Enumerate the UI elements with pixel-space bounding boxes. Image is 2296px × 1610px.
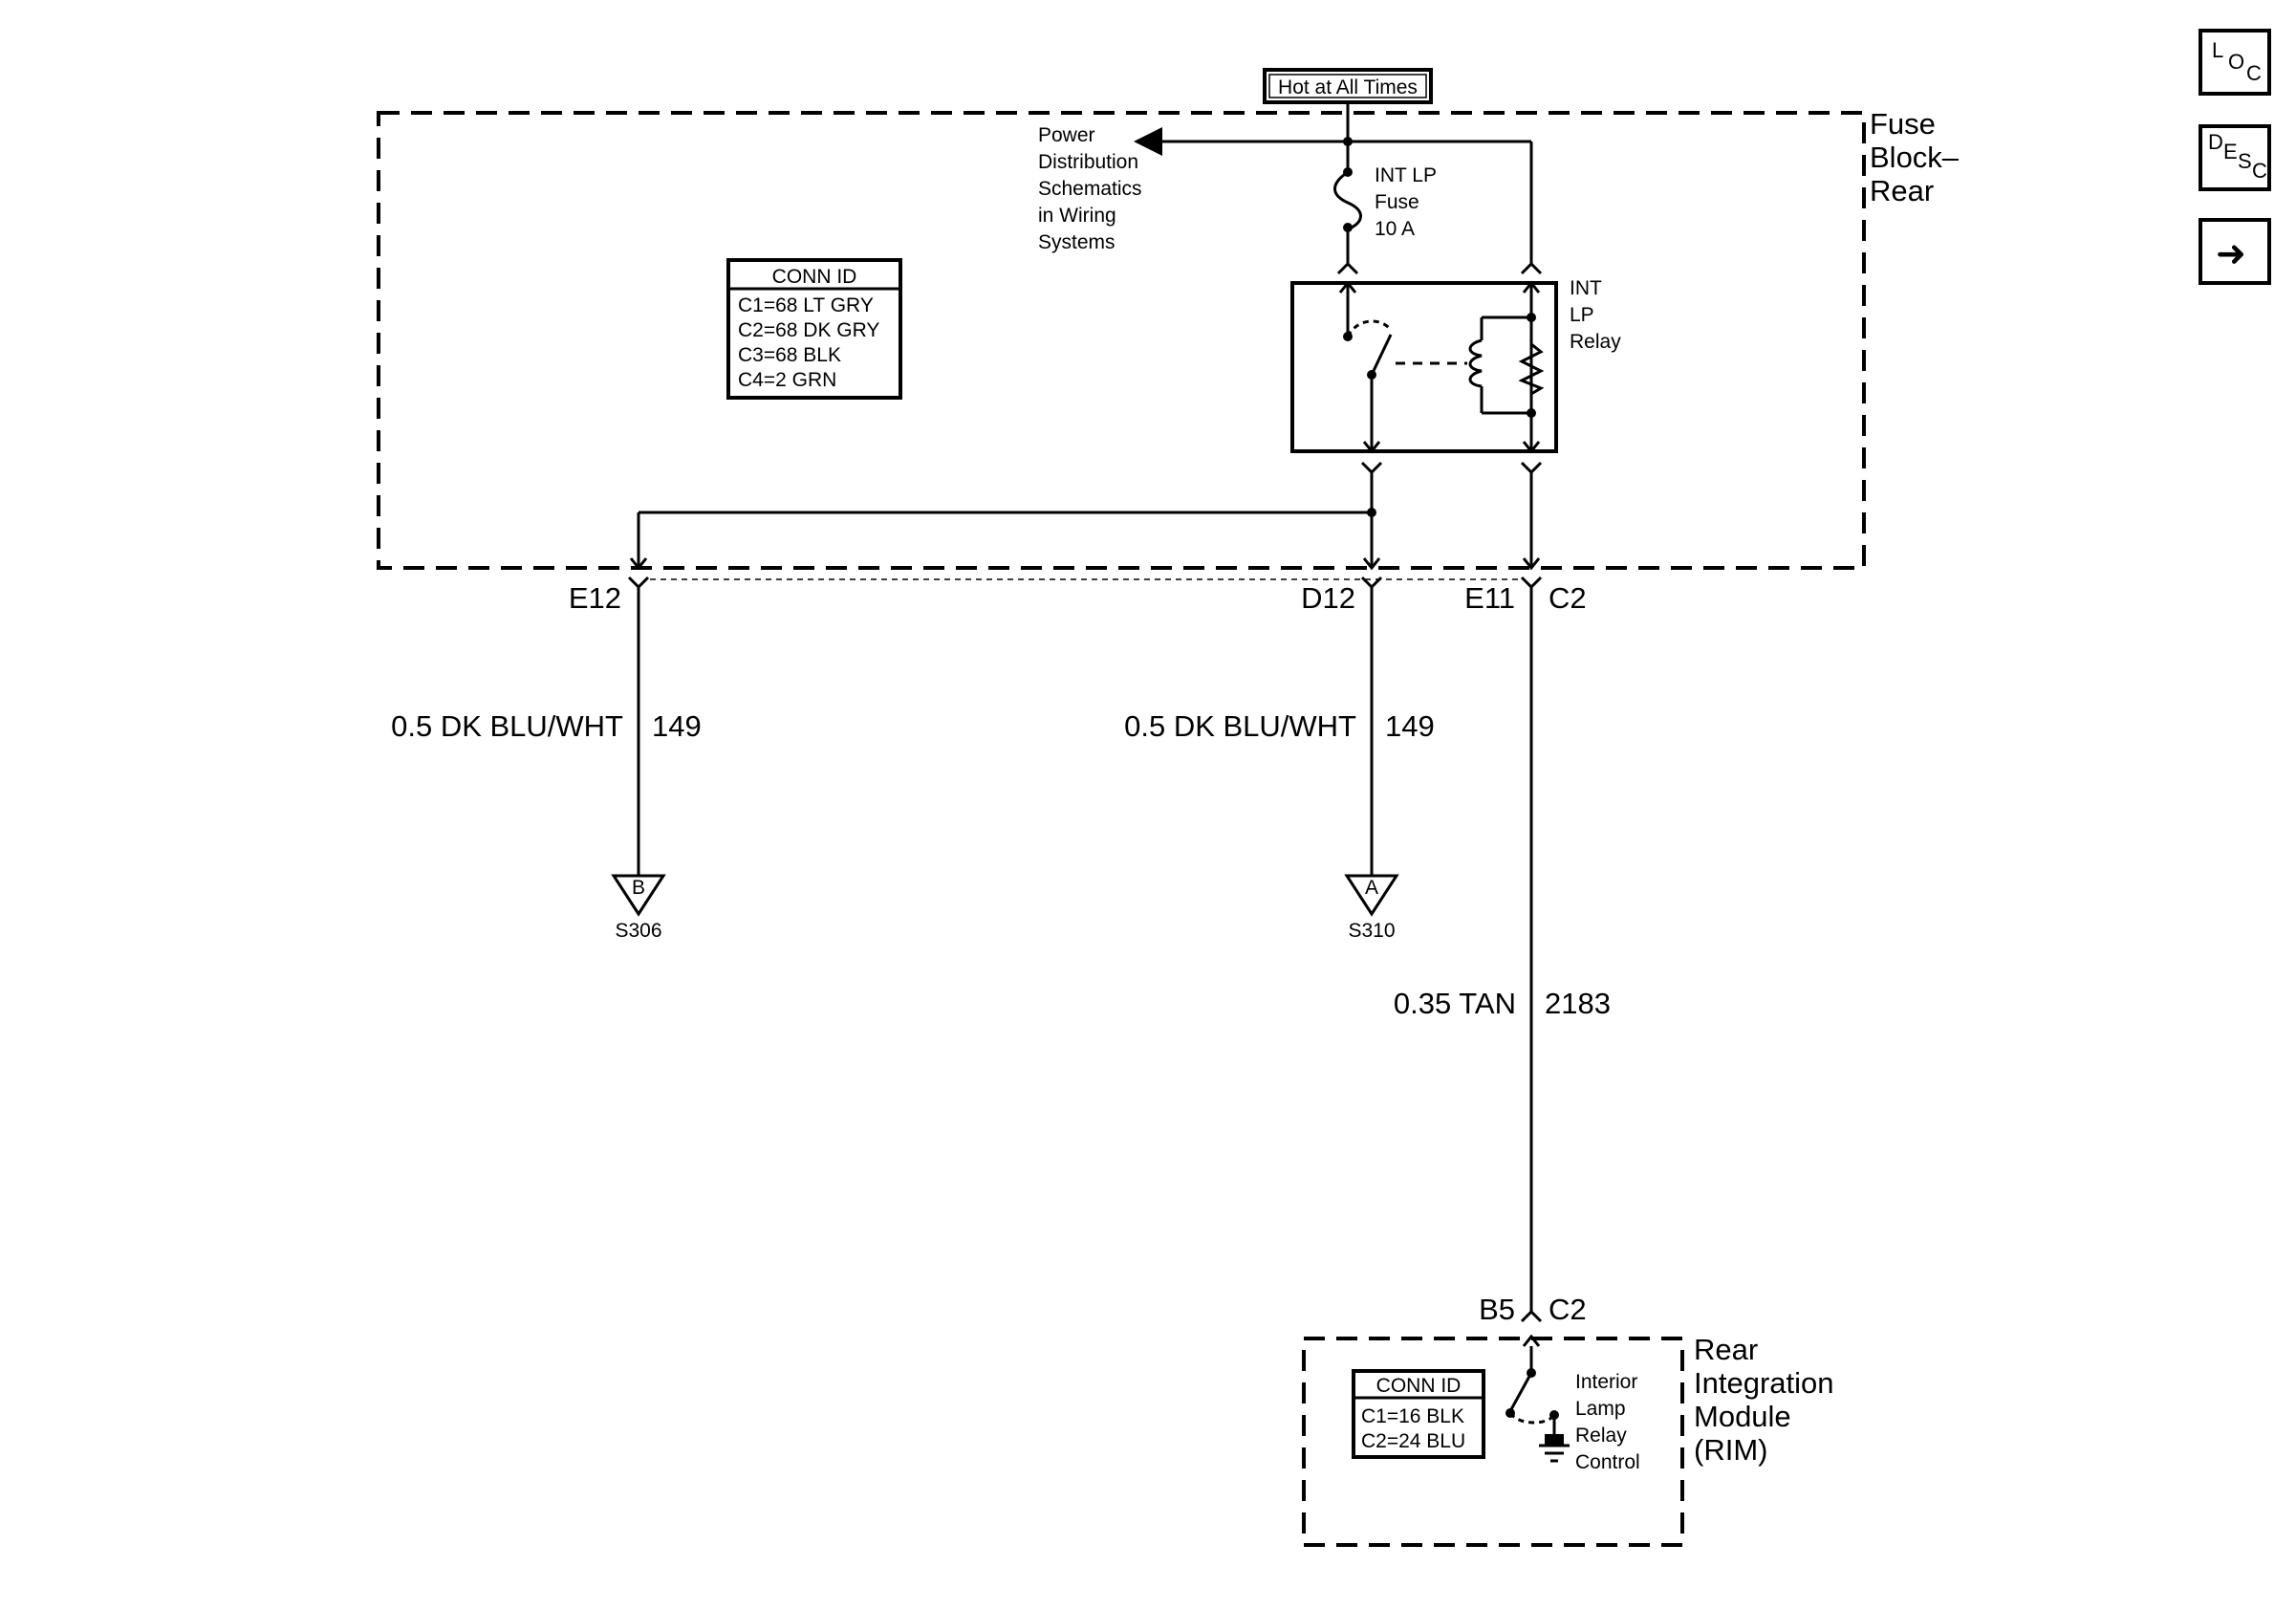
hot-label: Hot at All Times [1278,76,1418,98]
rim-control-label: Interior Lamp Relay Control [1575,1371,1640,1473]
fuse-block-name-3: Rear [1870,174,1934,207]
svg-text:Systems: Systems [1038,231,1116,253]
loc-letter-o: O [2228,50,2245,74]
int-lp-relay [1290,281,1558,453]
svg-text:Relay: Relay [1570,331,1621,353]
svg-text:LP: LP [1570,304,1594,326]
svg-text:S310: S310 [1348,920,1395,942]
splice-s310[interactable]: A S310 [1344,874,1399,942]
loc-letter-l: L [2212,38,2224,62]
svg-text:Distribution: Distribution [1038,151,1138,173]
rim-name-2: Integration [1694,1366,1834,1400]
svg-text:A: A [1365,877,1378,899]
wire-left-circuit: 149 [652,709,702,743]
svg-text:Schematics: Schematics [1038,178,1142,200]
desc-letter-e: E [2223,140,2238,163]
svg-text:in Wiring: in Wiring [1038,205,1116,227]
svg-text:B: B [632,877,645,899]
pin-b5: B5 [1479,1293,1515,1326]
pin-e12: E12 [569,581,621,615]
svg-text:10 A: 10 A [1375,218,1415,240]
svg-text:CONN ID: CONN ID [772,266,857,288]
wire-mid-color: 0.5 DK BLU/WHT [1124,709,1356,743]
svg-text:Control: Control [1575,1451,1640,1473]
svg-text:Lamp: Lamp [1575,1398,1626,1420]
pin-d12: D12 [1301,581,1355,615]
svg-text:Relay: Relay [1575,1425,1627,1447]
svg-text:Interior: Interior [1575,1371,1637,1393]
desc-letter-d: D [2208,130,2223,154]
ground-icon [1545,1434,1564,1446]
rim-name-3: Module [1694,1400,1791,1433]
conn-id-table-rim: CONN ID C1=16 BLK C2=24 BLU [1352,1369,1485,1459]
description-button[interactable]: D E S C [2199,124,2271,191]
fuse-block-name-1: Fuse [1870,107,1936,141]
svg-text:C1=16 BLK: C1=16 BLK [1361,1405,1464,1427]
wire-right-color: 0.35 TAN [1394,987,1516,1020]
svg-text:C3=68 BLK: C3=68 BLK [738,344,841,366]
splice-s306[interactable]: B S306 [611,874,666,942]
rim-name-4: (RIM) [1694,1433,1767,1467]
conn-id-table-fuse-block: CONN ID C1=68 LT GRY C2=68 DK GRY C3=68 … [726,258,902,400]
connector-c2-top: C2 [1549,581,1587,615]
svg-text:C2=24 BLU: C2=24 BLU [1361,1430,1465,1452]
output-wires [627,461,1543,1312]
next-page-button[interactable]: ➜ [2199,218,2271,285]
wire-right-circuit: 2183 [1545,987,1611,1020]
int-lp-fuse-label: INT LP Fuse 10 A [1375,164,1437,240]
int-lp-relay-label: INT LP Relay [1570,277,1621,353]
connector-c2-bottom: C2 [1549,1293,1587,1326]
desc-letter-c: C [2252,159,2267,183]
relay-internals [1338,280,1545,454]
wire-left-color: 0.5 DK BLU/WHT [391,709,623,743]
rim-name-1: Rear [1694,1333,1758,1366]
desc-letter-s: S [2238,149,2252,173]
svg-text:CONN ID: CONN ID [1376,1375,1462,1397]
svg-text:INT LP: INT LP [1375,164,1437,186]
wire-mid-circuit: 149 [1385,709,1435,743]
svg-text:Power: Power [1038,124,1095,146]
power-feed-wires [1134,102,1533,266]
location-button[interactable]: L O C [2199,29,2271,96]
arrow-right-icon: ➜ [2216,232,2246,274]
rim-connector [1520,1309,1543,1347]
fuse-block-name-2: Block– [1870,141,1960,174]
pin-e11: E11 [1464,581,1515,615]
svg-text:C4=2 GRN: C4=2 GRN [738,369,836,391]
svg-text:C1=68 LT GRY: C1=68 LT GRY [738,294,874,316]
power-splice-dot [1343,137,1353,146]
fuse-block-boundary [377,111,1866,570]
relay-input-connectors [1336,261,1543,275]
svg-text:INT: INT [1570,277,1602,299]
loc-letter-c: C [2246,61,2262,85]
power-distribution-note: Power Distribution Schematics in Wiring … [1038,124,1142,253]
svg-text:C2=68 DK GRY: C2=68 DK GRY [738,319,879,341]
svg-text:S306: S306 [615,920,661,942]
svg-text:Fuse: Fuse [1375,191,1419,213]
